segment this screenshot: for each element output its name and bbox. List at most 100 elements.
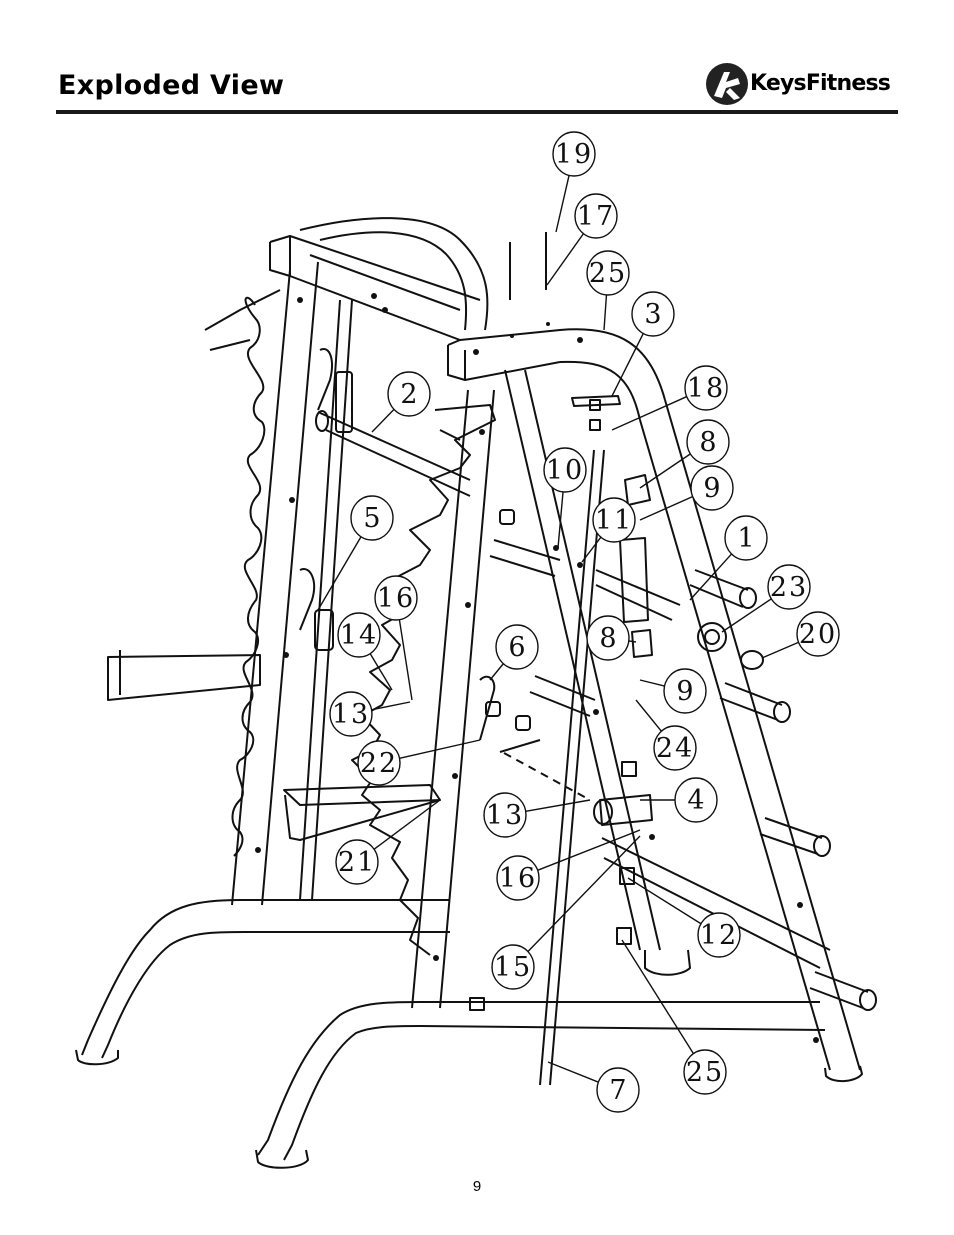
page-title: Exploded View	[58, 70, 285, 101]
callout-label-24: 24	[656, 733, 694, 764]
callout-label-2: 2	[400, 379, 417, 410]
callout-label-20: 20	[799, 619, 837, 650]
callout-leader-line	[373, 799, 441, 850]
callout-label-17: 17	[577, 201, 615, 232]
callout-circle	[586, 615, 630, 661]
callout-leader-line	[761, 641, 799, 659]
callout-leader-line	[639, 679, 665, 687]
callout-circle	[697, 912, 741, 958]
bolt-holes	[255, 293, 819, 1043]
brand-part-fitness: Fitness	[805, 71, 891, 96]
callout-leader-line	[371, 701, 411, 711]
callout-circle	[496, 855, 540, 901]
callout-label-9: 9	[703, 473, 720, 504]
callout-leader-line	[721, 598, 772, 633]
callout-label-8: 8	[599, 623, 616, 654]
callout-leader-line	[639, 495, 694, 521]
callout-label-4: 4	[687, 785, 704, 816]
callout-circle	[674, 777, 718, 823]
callout-leader-line	[581, 536, 602, 563]
callout-circle	[374, 575, 418, 621]
callout-label-11: 11	[595, 505, 633, 536]
callout-leader-line	[557, 490, 564, 549]
callout-circle	[387, 371, 431, 417]
callout-circle	[491, 944, 535, 990]
callout-circle	[631, 291, 675, 337]
callout-circle	[495, 624, 539, 670]
callout-leader-line	[398, 618, 413, 701]
callout-leader-line	[555, 174, 570, 233]
brand-logo: KeysFitness	[704, 58, 900, 110]
callout-leader-line	[546, 232, 585, 286]
callout-circle	[574, 193, 618, 239]
callout-label-13: 13	[486, 800, 524, 831]
callout-label-7: 7	[609, 1075, 626, 1106]
callout-label-9: 9	[676, 676, 693, 707]
callout-leader-line	[621, 939, 695, 1055]
callout-leader-line	[527, 835, 641, 953]
callout-label-5: 5	[363, 503, 380, 534]
callout-circle	[335, 839, 379, 885]
callout-leader-line	[371, 408, 395, 433]
callout-leader-line	[689, 553, 733, 601]
callout-circle	[357, 740, 401, 786]
callout-leader-line	[525, 799, 591, 813]
callout-leader-line	[369, 652, 393, 691]
callout-leader-line	[603, 293, 608, 331]
callout-circle	[690, 465, 734, 511]
callout-label-18: 18	[687, 373, 725, 404]
callout-circle	[350, 495, 394, 541]
rack-frame	[75, 217, 877, 1169]
callout-leader-line	[489, 662, 505, 681]
callout-label-14: 14	[340, 620, 378, 651]
header-rule	[56, 110, 898, 114]
callout-label-13: 13	[332, 699, 370, 730]
callout-leader-line	[399, 739, 481, 760]
callout-leader-line	[628, 640, 637, 643]
callout-circle	[683, 1049, 727, 1095]
callout-label-6: 6	[508, 632, 525, 663]
callout-label-8: 8	[699, 427, 716, 458]
callout-circle	[684, 365, 728, 411]
callout-circle	[686, 419, 730, 465]
callout-label-16: 16	[377, 583, 415, 614]
callout-circle	[724, 515, 768, 561]
callout-label-16: 16	[499, 863, 537, 894]
callout-circle	[483, 792, 527, 838]
keys-fitness-logo-icon	[706, 63, 748, 105]
callout-circle	[543, 447, 587, 493]
callout-label-12: 12	[700, 920, 738, 951]
callout-circle	[653, 725, 697, 771]
callout-circle	[592, 497, 636, 543]
brand-part-keys: Keys	[750, 71, 807, 96]
callout-circle	[586, 250, 630, 296]
callout-label-22: 22	[360, 748, 398, 779]
callout-leader-line	[537, 829, 641, 871]
callout-label-19: 19	[555, 139, 593, 170]
callout-label-23: 23	[770, 572, 808, 603]
callout-leader-line	[635, 699, 663, 733]
callout-leader-line	[317, 535, 362, 611]
callout-label-1: 1	[737, 523, 754, 554]
callout-circle	[796, 611, 840, 657]
callout-label-15: 15	[494, 952, 532, 983]
callout-leader-line	[627, 877, 702, 925]
callout-circle	[329, 691, 373, 737]
callout-label-3: 3	[644, 299, 661, 330]
callout-label-25: 25	[589, 258, 627, 289]
callout-leader-line	[639, 453, 691, 489]
page-number: 9	[472, 1178, 482, 1195]
callout-circle	[767, 564, 811, 610]
callout-leader-line	[547, 1061, 599, 1083]
callout-circle	[552, 131, 596, 177]
callout-circle	[337, 612, 381, 658]
brand-wordmark: KeysFitness	[750, 71, 891, 96]
callout-label-10: 10	[546, 455, 584, 486]
callout-leader-line	[611, 332, 645, 397]
callout-circle	[596, 1067, 640, 1113]
callout-leader-line	[611, 395, 688, 431]
callout-circle	[663, 668, 707, 714]
callout-label-25: 25	[686, 1057, 724, 1088]
